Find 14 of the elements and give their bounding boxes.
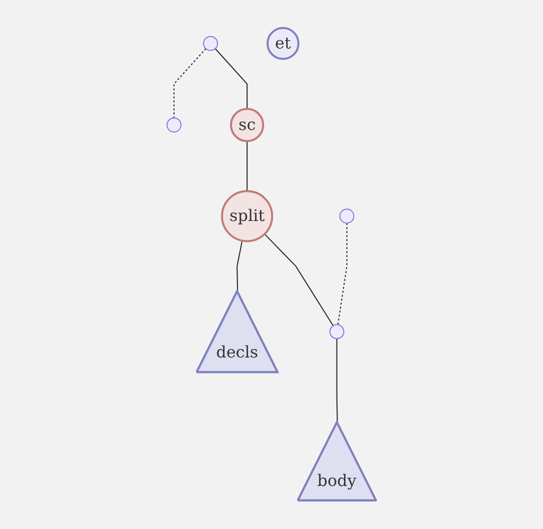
connector [174, 48, 206, 119]
node-circle [329, 324, 344, 340]
connector [336, 338, 338, 424]
node-circle: split [221, 190, 274, 243]
node-circle [166, 118, 182, 133]
connector [264, 234, 334, 327]
node-circle: sc [230, 108, 264, 142]
node-circle [203, 36, 218, 52]
connector [236, 240, 243, 293]
connector [246, 140, 248, 192]
node-circle [339, 208, 354, 224]
connector [214, 48, 248, 110]
node-circle: et [266, 27, 300, 60]
connector [337, 222, 348, 326]
